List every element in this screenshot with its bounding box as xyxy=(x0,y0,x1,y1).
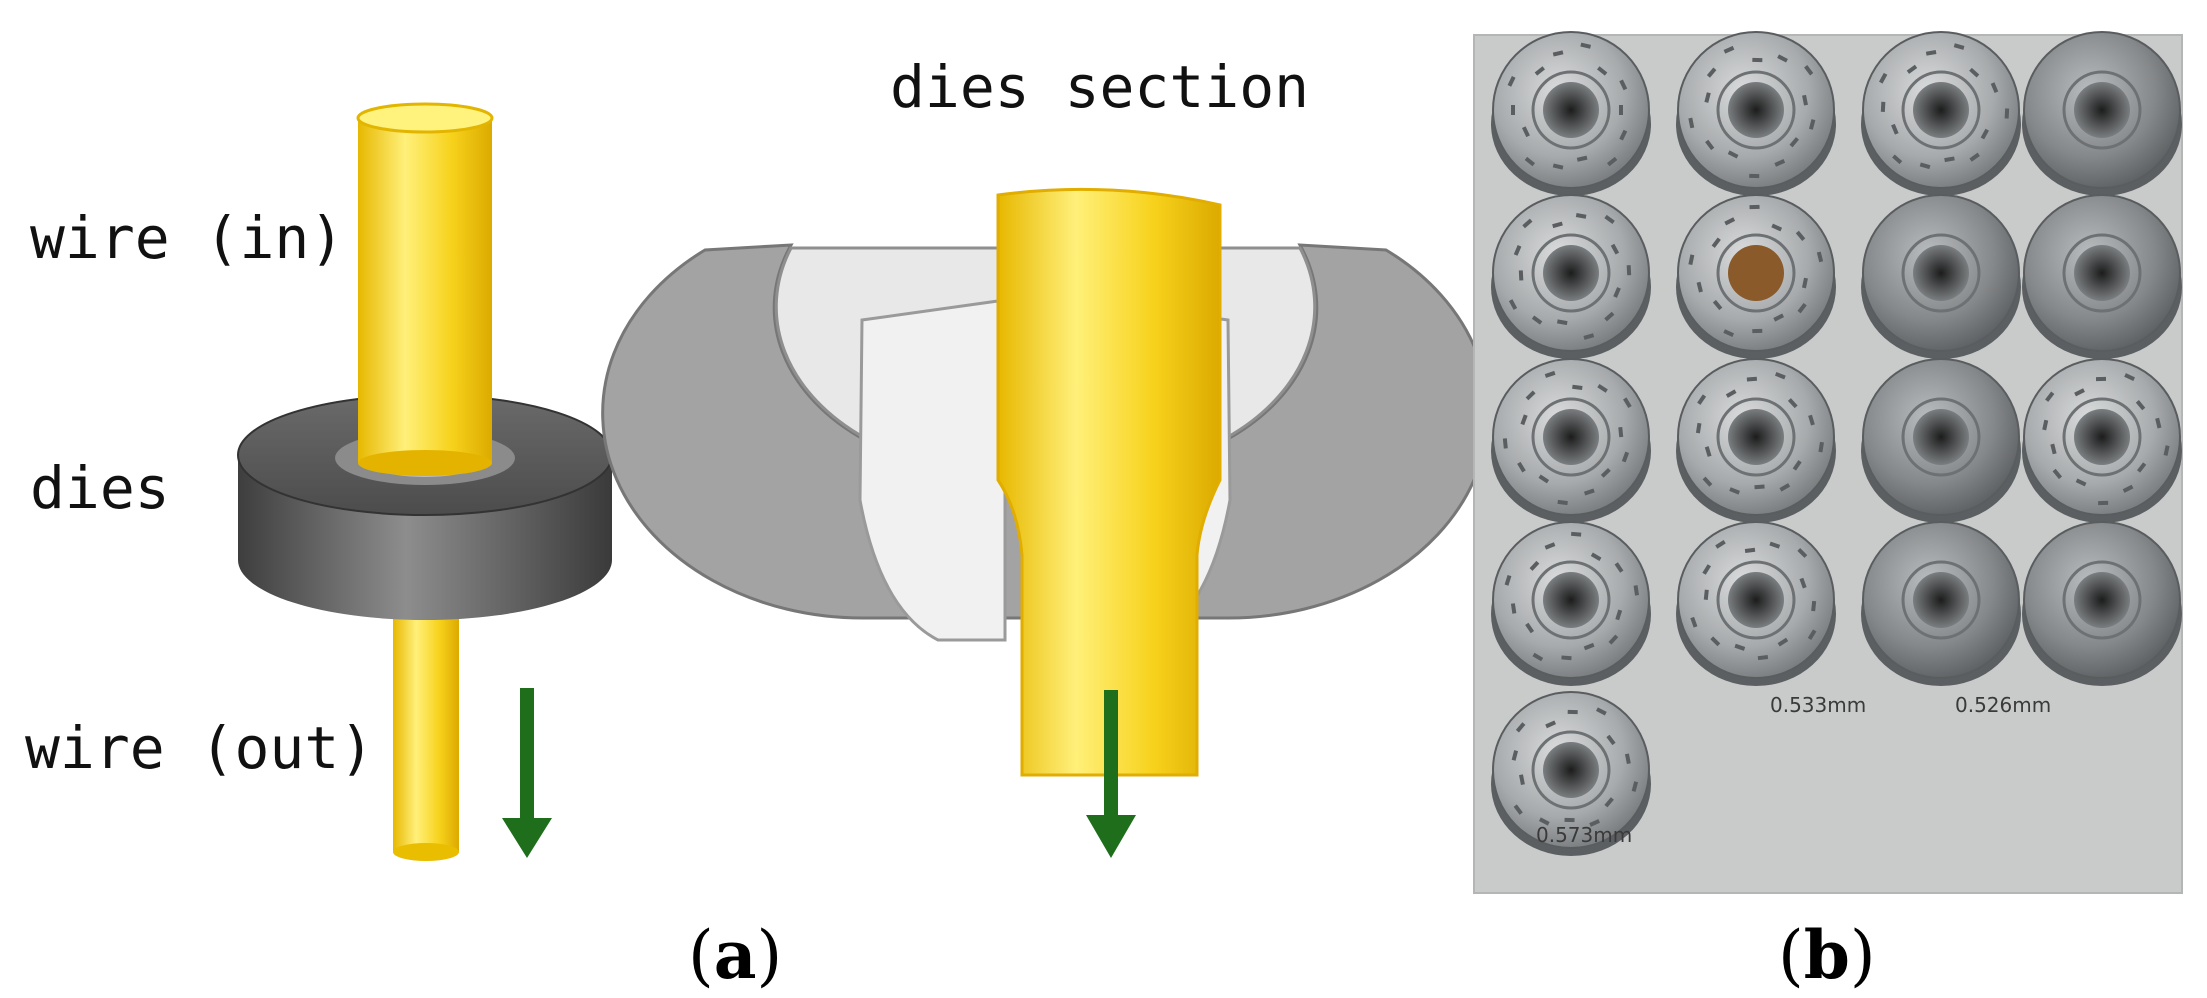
draw-direction-arrow-icon xyxy=(502,688,552,858)
die-disc xyxy=(1491,194,1651,359)
panel-b: 0.533mm 0.526mm 0.573mm (b) xyxy=(1473,31,2183,994)
panel-a: wire (in) dies wire (out) dies section (… xyxy=(25,53,1490,994)
caption-a: (a) xyxy=(688,916,782,994)
caption-b: (b) xyxy=(1778,916,1876,994)
die-disc xyxy=(1676,358,1836,523)
die-disc xyxy=(2022,358,2182,523)
die-disc xyxy=(1861,31,2021,196)
label-dies-section: dies section xyxy=(890,53,1309,121)
die-disc xyxy=(2022,521,2182,686)
label-wire-out: wire (out) xyxy=(25,714,374,782)
die-disc xyxy=(1861,194,2021,359)
die-disc xyxy=(1491,521,1651,686)
die-disc xyxy=(1676,521,1836,686)
die-disc xyxy=(1861,358,2021,523)
die-marking-r4c3: 0.533mm xyxy=(1770,693,1866,717)
section-draw-arrow-icon xyxy=(1086,690,1136,858)
label-wire-in: wire (in) xyxy=(30,204,344,272)
die-marking-r4c4: 0.526mm xyxy=(1955,693,2051,717)
die-disc xyxy=(1491,691,1651,856)
label-dies: dies xyxy=(30,454,170,522)
wire-out xyxy=(393,600,459,861)
die-disc xyxy=(1861,521,2021,686)
wire-in xyxy=(356,102,494,476)
die-marking-r5c1: 0.573mm xyxy=(1536,823,1632,847)
die-disc xyxy=(1676,194,1836,359)
wire-section xyxy=(996,187,1222,777)
die-disc xyxy=(1491,31,1651,196)
die-disc xyxy=(1676,31,1836,196)
dies-grid xyxy=(1491,31,2182,856)
die-disc xyxy=(2022,31,2182,196)
die-disc xyxy=(1491,358,1651,523)
die-disc xyxy=(2022,194,2182,359)
